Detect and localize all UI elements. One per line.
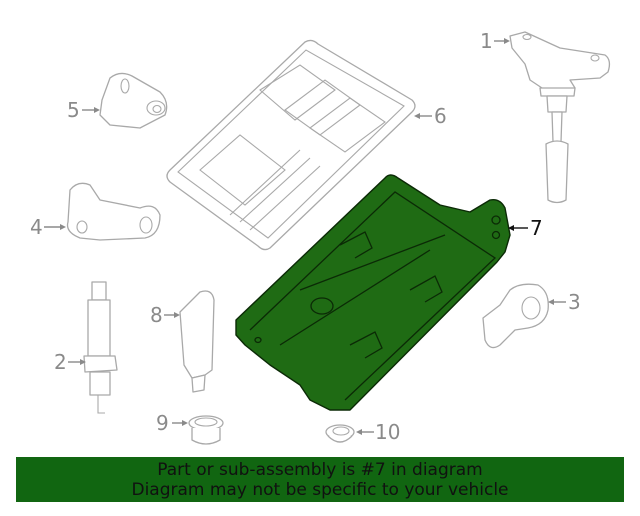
callout-5: 5 [67,98,80,122]
part-9-grommet[interactable] [188,415,224,445]
callout-8: 8 [150,303,163,327]
part-info-banner: Part or sub-assembly is #7 in diagram Di… [16,457,624,502]
part-8-boot[interactable] [179,290,215,393]
callout-6: 6 [434,104,447,128]
callout-1: 1 [480,29,493,53]
callout-3: 3 [568,290,581,314]
part-5-crank-sensor[interactable] [99,72,168,129]
callout-9: 9 [156,411,169,435]
banner-line-part: Part or sub-assembly is #7 in diagram [157,460,483,480]
callout-2: 2 [54,350,67,374]
banner-line-disclaimer: Diagram may not be specific to your vehi… [131,480,509,500]
part-2-o2-sensor[interactable] [83,281,118,414]
part-7-ecm-bracket[interactable] [235,174,511,411]
part-1-ignition-coil[interactable] [509,31,611,204]
callout-7: 7 [530,216,543,240]
callout-4: 4 [30,215,43,239]
callout-10: 10 [375,420,401,444]
part-3-knock-sensor[interactable] [482,283,549,349]
callout-arrows [44,38,566,435]
part-6-ecm[interactable] [166,39,416,251]
part-10-grommet[interactable] [325,424,355,443]
part-4-cam-sensor[interactable] [66,182,161,241]
